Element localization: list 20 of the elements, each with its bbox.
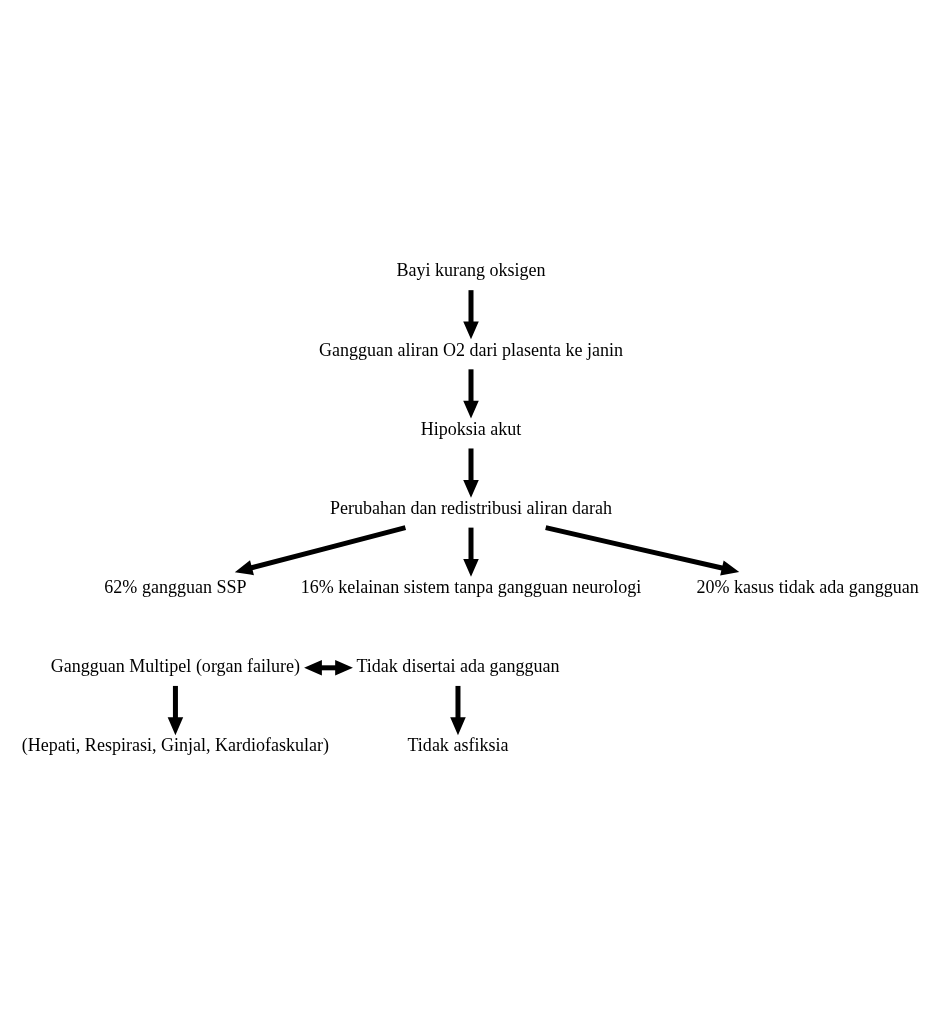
node-text: Hipoksia akut bbox=[420, 418, 522, 439]
arrow bbox=[463, 290, 479, 340]
arrow bbox=[304, 660, 353, 676]
node-text: Tidak disertai ada gangguan bbox=[356, 656, 560, 677]
node-text: Bayi kurang oksigen bbox=[396, 260, 546, 281]
arrow bbox=[234, 525, 407, 576]
node-text: 16% kelainan sistem tanpa gangguan neurologi bbox=[300, 577, 642, 598]
arrow bbox=[450, 685, 466, 736]
node-text: (Hepati, Respirasi, Ginjal, Kardiofaskular) bbox=[21, 735, 330, 756]
node-text: 20% kasus tidak ada gangguan bbox=[696, 577, 919, 598]
arrow bbox=[463, 527, 479, 577]
node-text: Gangguan aliran O2 dari plasenta ke janin bbox=[318, 339, 624, 360]
node-text: Perubahan dan redistribusi aliran darah bbox=[329, 497, 613, 518]
arrow bbox=[167, 685, 184, 736]
node-text: 62% gangguan SSP bbox=[104, 577, 247, 598]
arrow bbox=[463, 369, 479, 419]
node-text: Tidak asfiksia bbox=[407, 735, 509, 756]
arrow bbox=[545, 525, 740, 576]
arrow bbox=[463, 448, 479, 498]
node-text: Gangguan Multipel (organ failure) bbox=[50, 656, 301, 677]
